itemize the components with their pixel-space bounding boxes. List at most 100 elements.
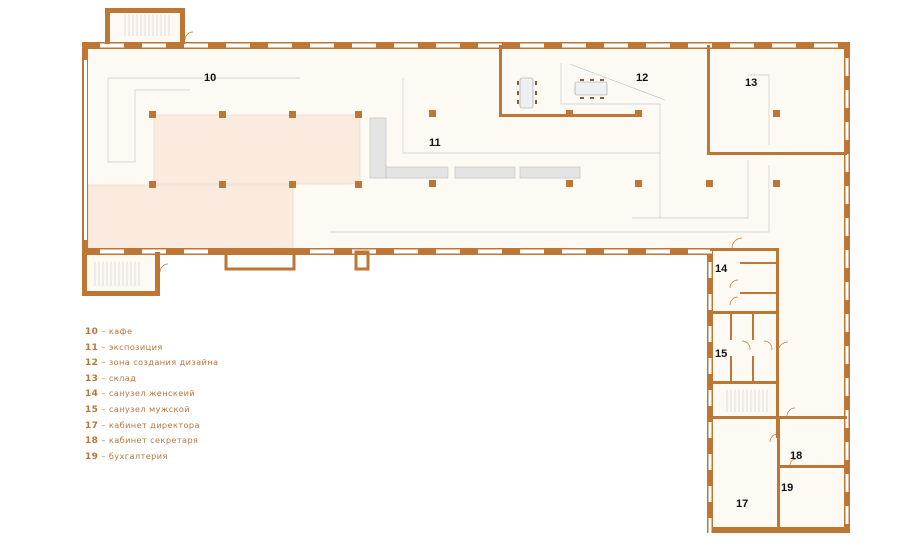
window [814,43,838,48]
legend-dash: – [101,403,106,414]
window [226,43,250,48]
window [708,262,712,278]
window [845,282,849,300]
room-label-12: 12 [636,72,648,84]
window [352,43,376,48]
window [708,326,712,342]
window [520,43,544,48]
legend-label: кабинет директора [108,419,200,430]
columns [149,110,780,188]
legend-dash: – [101,341,106,352]
window [436,43,460,48]
window [708,358,712,374]
column [219,111,226,118]
legend-item: 14 – санузел женскеий [85,386,218,402]
column [219,181,226,188]
window [845,346,849,364]
column [635,180,642,187]
window [394,43,418,48]
column [429,110,436,117]
legend-number: 15 [85,404,99,415]
legend-dash: – [101,372,106,383]
room-label-13: 13 [745,77,757,89]
exhibit-counters [369,117,581,179]
window [142,249,166,254]
legend-item: 12 – зона создания дизайна [85,355,218,371]
legend-item: 10 – кафе [85,324,218,340]
window [184,43,208,48]
legend-dash: – [101,388,106,399]
window [268,43,292,48]
legend-item: 13 – склад [85,371,218,387]
column [566,110,573,117]
window [688,43,712,48]
window [845,90,849,108]
column [289,111,296,118]
legend-number: 13 [85,373,99,384]
legend-number: 12 [85,358,99,369]
column [773,110,780,117]
window [478,249,502,254]
stair-wing [726,390,768,412]
window [604,249,628,254]
legend-label: санузел женскеий [108,388,196,399]
window [708,518,712,534]
window [730,43,754,48]
niche [224,250,296,271]
legend-item: 17 – кабинет директора [85,418,218,434]
window [845,442,849,460]
column [149,181,156,188]
legend-label: зона создания дизайна [108,357,219,368]
column [289,181,296,188]
room-label-10: 10 [204,72,216,84]
window [436,249,460,254]
room-label-17: 17 [736,498,748,510]
window [310,43,334,48]
legend-item: 15 – санузел мужской [85,402,218,418]
legend-number: 14 [85,389,99,400]
cafe-zone-upper [153,114,361,185]
legend-label: кафе [108,326,133,336]
column [149,111,156,118]
window [708,390,712,406]
window [845,378,849,396]
window [562,249,586,254]
window [646,43,670,48]
legend-dash: – [101,450,106,461]
legend-number: 11 [85,342,99,353]
window [845,474,849,492]
column [773,180,780,187]
column [429,180,436,187]
window [310,249,334,254]
column [355,111,362,118]
legend-label: санузел мужской [108,403,190,414]
window [478,43,502,48]
window [708,294,712,310]
legend-label: бухгалтерия [108,450,168,461]
window [184,249,208,254]
column [706,180,713,187]
window [100,249,124,254]
legend-number: 10 [85,327,99,337]
window [394,249,418,254]
window [708,422,712,438]
window [688,249,712,254]
cafe-zone-lower [87,184,294,250]
legend-number: 19 [85,451,99,462]
legend: 10 – кафе 11 – экспозиция 12 – зона создан… [85,324,218,464]
window [100,43,124,48]
column [355,181,362,188]
column [566,180,573,187]
stair-south [82,252,160,296]
legend-item: 18 – кабинет секретаря [85,433,218,449]
niche [354,250,370,271]
legend-label: экспозиция [108,341,163,352]
window [604,43,628,48]
legend-dash: – [101,357,106,368]
room-label-18: 18 [790,450,802,462]
window [845,314,849,332]
stair-south-floor [82,252,160,296]
circulation-lines [107,63,780,233]
window [845,250,849,268]
legend-dash: – [101,435,106,446]
